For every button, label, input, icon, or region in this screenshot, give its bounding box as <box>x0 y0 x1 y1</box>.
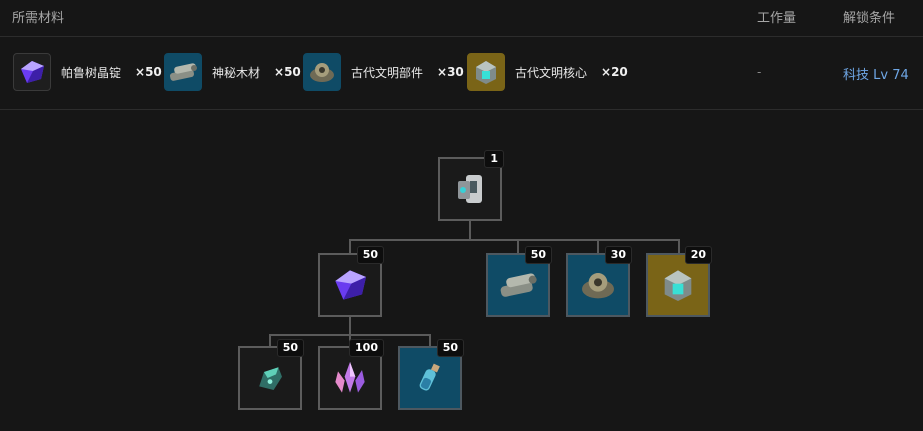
teal-ore-icon <box>259 367 282 390</box>
quantity-badge: 1 <box>484 150 504 168</box>
quantity-badge: 50 <box>356 246 384 264</box>
crystal-ingot-icon <box>335 270 366 300</box>
material-item[interactable]: 古代文明部件 ×30 <box>303 52 464 92</box>
mystic-wood-icon <box>500 273 537 297</box>
tree-node[interactable]: 100 <box>318 339 384 410</box>
unlock-column-header: 解锁条件 <box>843 11 896 26</box>
material-qty: ×30 <box>437 65 464 79</box>
material-qty: ×20 <box>601 65 628 79</box>
tree-connector <box>349 315 351 335</box>
material-name: 帕鲁树晶锭 <box>61 65 122 80</box>
tree-node[interactable]: 50 <box>238 339 304 410</box>
pink-crystal-icon <box>335 362 365 393</box>
tree-connector <box>349 239 351 253</box>
quantity-badge: 20 <box>684 246 712 264</box>
quantity-badge: 100 <box>349 339 384 357</box>
tree-connector <box>429 334 431 346</box>
workload-column-header: 工作量 <box>757 11 797 26</box>
material-item[interactable]: 帕鲁树晶锭 ×50 <box>13 52 162 92</box>
mystic-wood-icon <box>164 53 202 91</box>
ancient-civilization-parts-icon <box>582 273 614 299</box>
material-qty: ×50 <box>135 65 162 79</box>
materials-row: 帕鲁树晶锭 ×50 神秘木材 ×50 古代文明部件 ×30 古代文明核心 ×20… <box>0 37 923 110</box>
tree-node[interactable]: 30 <box>566 246 632 317</box>
quantity-badge: 50 <box>276 339 304 357</box>
table-header: 所需材料 工作量 解锁条件 <box>0 0 923 37</box>
material-item[interactable]: 神秘木材 ×50 <box>164 52 301 92</box>
ancient-civilization-core-icon <box>467 53 505 91</box>
ancient-civilization-core-icon <box>664 270 692 301</box>
tree-connector <box>269 334 271 346</box>
tree-node[interactable]: 50 <box>318 246 384 317</box>
unlock-condition-link[interactable]: 科技 Lv 74 <box>843 68 909 83</box>
product-icon <box>458 175 482 203</box>
quantity-badge: 50 <box>524 246 552 264</box>
quantity-badge: 30 <box>604 246 632 264</box>
workload-value: - <box>757 65 762 79</box>
material-name: 古代文明核心 <box>515 65 588 80</box>
tree-connector <box>469 220 471 240</box>
material-name: 古代文明部件 <box>351 65 424 80</box>
material-name: 神秘木材 <box>212 65 261 80</box>
material-qty: ×50 <box>274 65 301 79</box>
tree-connector <box>517 239 519 253</box>
materials-column-header: 所需材料 <box>12 11 65 26</box>
quantity-badge: 50 <box>436 339 464 357</box>
tree-node[interactable]: 50 <box>486 246 552 317</box>
tree-connector <box>349 239 680 241</box>
tree-node-root[interactable]: 1 <box>438 150 504 221</box>
tree-connector <box>597 239 599 253</box>
ancient-civilization-parts-icon <box>303 53 341 91</box>
vial-icon <box>419 363 440 391</box>
crystal-ingot-icon <box>13 53 51 91</box>
tree-connector <box>678 239 680 253</box>
tree-node[interactable]: 50 <box>398 339 464 410</box>
material-item[interactable]: 古代文明核心 ×20 <box>467 52 628 92</box>
tree-node[interactable]: 20 <box>646 246 712 317</box>
